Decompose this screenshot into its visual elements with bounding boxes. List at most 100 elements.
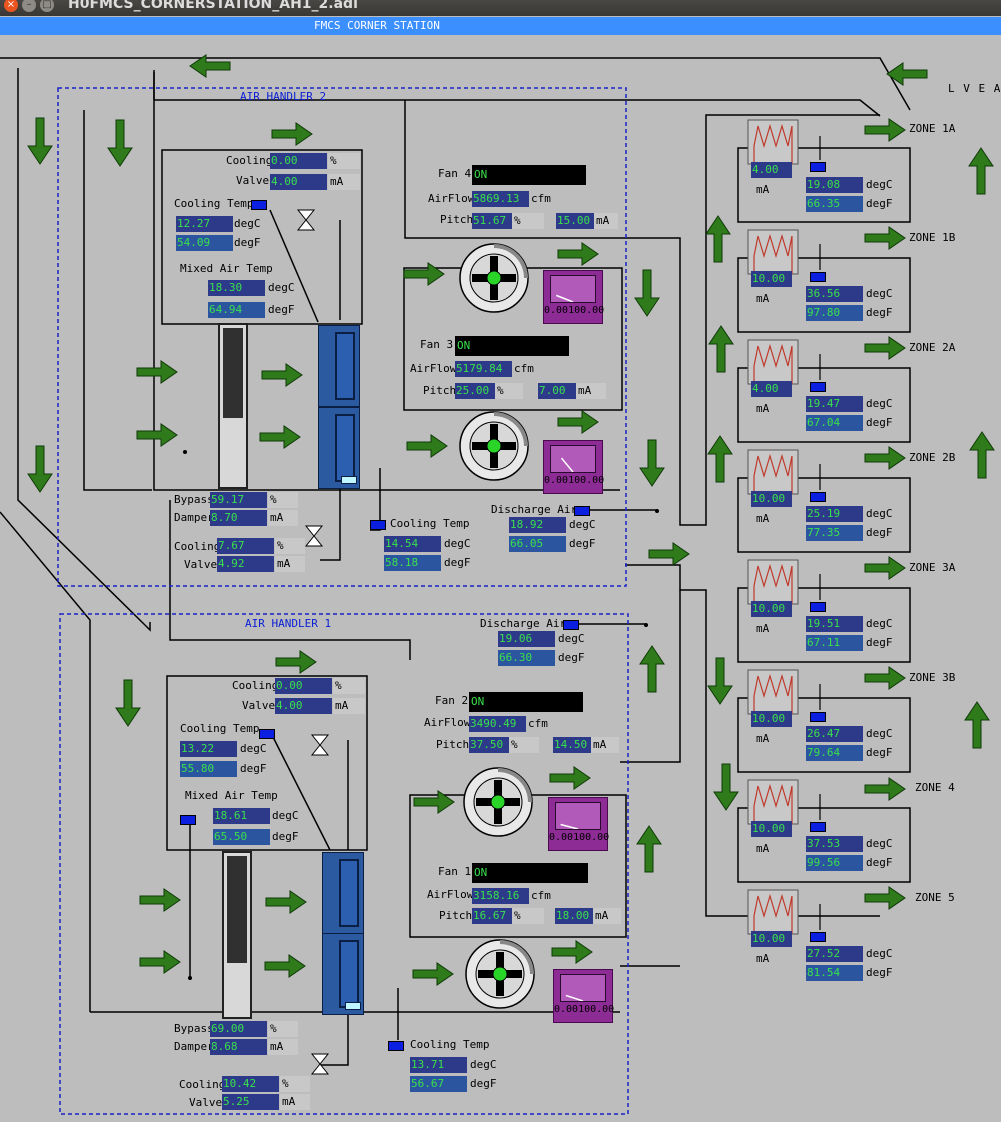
ah2-mixed-air-f: 64.94 <box>208 302 265 318</box>
fan1-pitch-ma-unit: mA <box>593 908 621 924</box>
screen-banner: FMCS CORNER STATION <box>0 17 1001 35</box>
ah2-cooling-temp-c: 12.27 <box>176 216 233 232</box>
fan1-gauge: 0.00100.00 <box>553 969 615 1023</box>
maximize-window-button[interactable]: □ <box>40 0 54 12</box>
zone-1b-temp-f-unit: degF <box>866 306 893 319</box>
zone-3a-temp-c-unit: degC <box>866 617 893 630</box>
zone-1a-temp-f-unit: degF <box>866 197 893 210</box>
ah2-discharge-c: 18.92 <box>509 517 566 533</box>
ah1-discharge-f: 66.30 <box>498 650 555 666</box>
fan2-airflow-label: AirFlow <box>424 716 471 729</box>
zone-5-heater-unit: mA <box>756 952 770 965</box>
ah1-damper-readout: 8.68 <box>210 1039 267 1055</box>
ah1-coil-temp-indicator <box>388 1041 404 1051</box>
ah1-lower-cooling-readout: 10.42 <box>222 1076 279 1092</box>
gauge-needle <box>560 457 574 472</box>
zone-4-heater-readout: 10.00 <box>751 821 792 837</box>
ah1-mixed-air-f: 65.50 <box>213 829 270 845</box>
zone-5-indicator <box>810 932 826 942</box>
ah2-coil-temp-label: Cooling Temp <box>390 517 470 530</box>
close-window-button[interactable]: × <box>4 0 18 12</box>
fan4-airflow-unit: cfm <box>531 192 551 205</box>
fan3-pitch-ma-unit: mA <box>576 383 606 399</box>
ah1-mixed-air-c: 18.61 <box>213 808 270 824</box>
fan3-airflow-label: AirFlow <box>410 362 457 375</box>
ah2-cooling-temp-f: 54.09 <box>176 235 233 251</box>
ah2-lower-valve-unit: mA <box>275 556 305 572</box>
fan2-pitch-pct-unit: % <box>509 737 539 753</box>
window-title: H0FMCS_CORNERSTATION_AH1_2.adl <box>68 0 358 12</box>
fan1-airflow-unit: cfm <box>531 889 551 902</box>
zone-3b-temp-f: 79.64 <box>806 745 863 761</box>
fan1-label: Fan 1 <box>438 865 472 878</box>
ah2-bypass-unit: % <box>268 492 298 508</box>
zone-2a-temp-f-unit: degF <box>866 416 893 429</box>
fan1-gauge-scale: 0.00100.00 <box>554 1004 615 1015</box>
zone-2a-indicator <box>810 382 826 392</box>
ah1-lower-cooling-label: Cooling <box>179 1078 226 1091</box>
gauge-needle <box>560 823 579 829</box>
ah2-lower-cooling-label: Cooling <box>174 540 221 553</box>
fan4-airflow-label: AirFlow <box>428 192 475 205</box>
fan4-pitch-pct: 51.67 <box>472 213 513 229</box>
zone-1a-indicator <box>810 162 826 172</box>
zone-5-temp-c: 27.52 <box>806 946 863 962</box>
zone-2a-temp-c: 19.47 <box>806 396 863 412</box>
ah2-discharge-indicator <box>574 506 590 516</box>
zone-3b-heater-unit: mA <box>756 732 770 745</box>
fan4-gauge-scale: 0.00100.00 <box>544 305 605 316</box>
ah2-coil-temp-indicator <box>370 520 386 530</box>
fan1-airflow-label: AirFlow <box>427 888 474 901</box>
ah2-discharge-f-unit: degF <box>569 537 596 550</box>
ah2-damper-label: Damper <box>174 511 214 524</box>
fan3-airflow-unit: cfm <box>514 362 534 375</box>
ah1-coil-temp-f: 56.67 <box>410 1076 467 1092</box>
zone-1a-heater-readout: 4.00 <box>751 162 792 178</box>
zone-4-name: ZONE 4 <box>915 781 955 794</box>
fan3-gauge: 0.00100.00 <box>543 440 604 494</box>
ah2-damper-readout: 8.70 <box>210 510 267 526</box>
lvea-label: L V E A <box>948 82 1001 95</box>
ah2-bypass-meter-fill <box>223 328 243 418</box>
fan3-pitch-label: Pitch <box>423 384 457 397</box>
ah1-bypass-unit: % <box>268 1021 298 1037</box>
zone-2a-heater-unit: mA <box>756 402 770 415</box>
ah1-cooling-readout: 0.00 <box>275 678 332 694</box>
ah1-cooling-temp-indicator <box>259 729 275 739</box>
fan2-airflow-readout: 3490.49 <box>469 716 526 732</box>
ah2-bypass-readout: 59.17 <box>210 492 267 508</box>
ah2-discharge-c-unit: degC <box>569 518 596 531</box>
ah2-damper-unit: mA <box>268 510 298 526</box>
fan4-airflow-readout: 5869.13 <box>472 191 529 207</box>
fan3-airflow-readout: 5179.84 <box>455 361 512 377</box>
zone-1a-temp-f: 66.35 <box>806 196 863 212</box>
ah1-mixed-air-indicator <box>180 815 196 825</box>
fan3-pitch-ma: 7.00 <box>538 383 577 399</box>
ah2-cooling-coil-upper <box>318 325 360 407</box>
ah2-mixed-air-label: Mixed Air Temp <box>180 262 273 275</box>
fan4-pitch-pct-unit: % <box>512 213 544 229</box>
fan4-pitch-label: Pitch <box>440 213 474 226</box>
ah1-discharge-c-unit: degC <box>558 632 585 645</box>
zone-2b-temp-c: 25.19 <box>806 506 863 522</box>
ah1-coil-temp-label: Cooling Temp <box>410 1038 490 1051</box>
ah1-valve-unit: mA <box>333 698 365 714</box>
ah1-discharge-f-unit: degF <box>558 651 585 664</box>
zone-1a-name: ZONE 1A <box>909 122 956 135</box>
zone-3b-name: ZONE 3B <box>909 671 956 684</box>
zone-3b-temp-f-unit: degF <box>866 746 893 759</box>
ah1-coil-temp-f-unit: degF <box>470 1077 497 1090</box>
ah2-bypass-meter <box>218 323 248 489</box>
fan3-label: Fan 3 <box>420 338 454 351</box>
ah1-discharge-indicator <box>563 620 579 630</box>
zone-1a-temp-c-unit: degC <box>866 178 893 191</box>
zone-2b-heater-unit: mA <box>756 512 770 525</box>
minimize-window-button[interactable]: – <box>22 0 36 12</box>
ah1-cooling-temp-c-unit: degC <box>240 742 267 755</box>
fan1-pitch-pct-unit: % <box>512 908 544 924</box>
ah2-discharge-air-label: Discharge Air <box>491 503 578 516</box>
ah2-cooling-label: Cooling <box>226 154 273 167</box>
zone-1b-heater-readout: 10.00 <box>751 271 792 287</box>
fan4-status: ON <box>472 165 586 185</box>
banner-title: FMCS CORNER STATION <box>314 19 440 32</box>
